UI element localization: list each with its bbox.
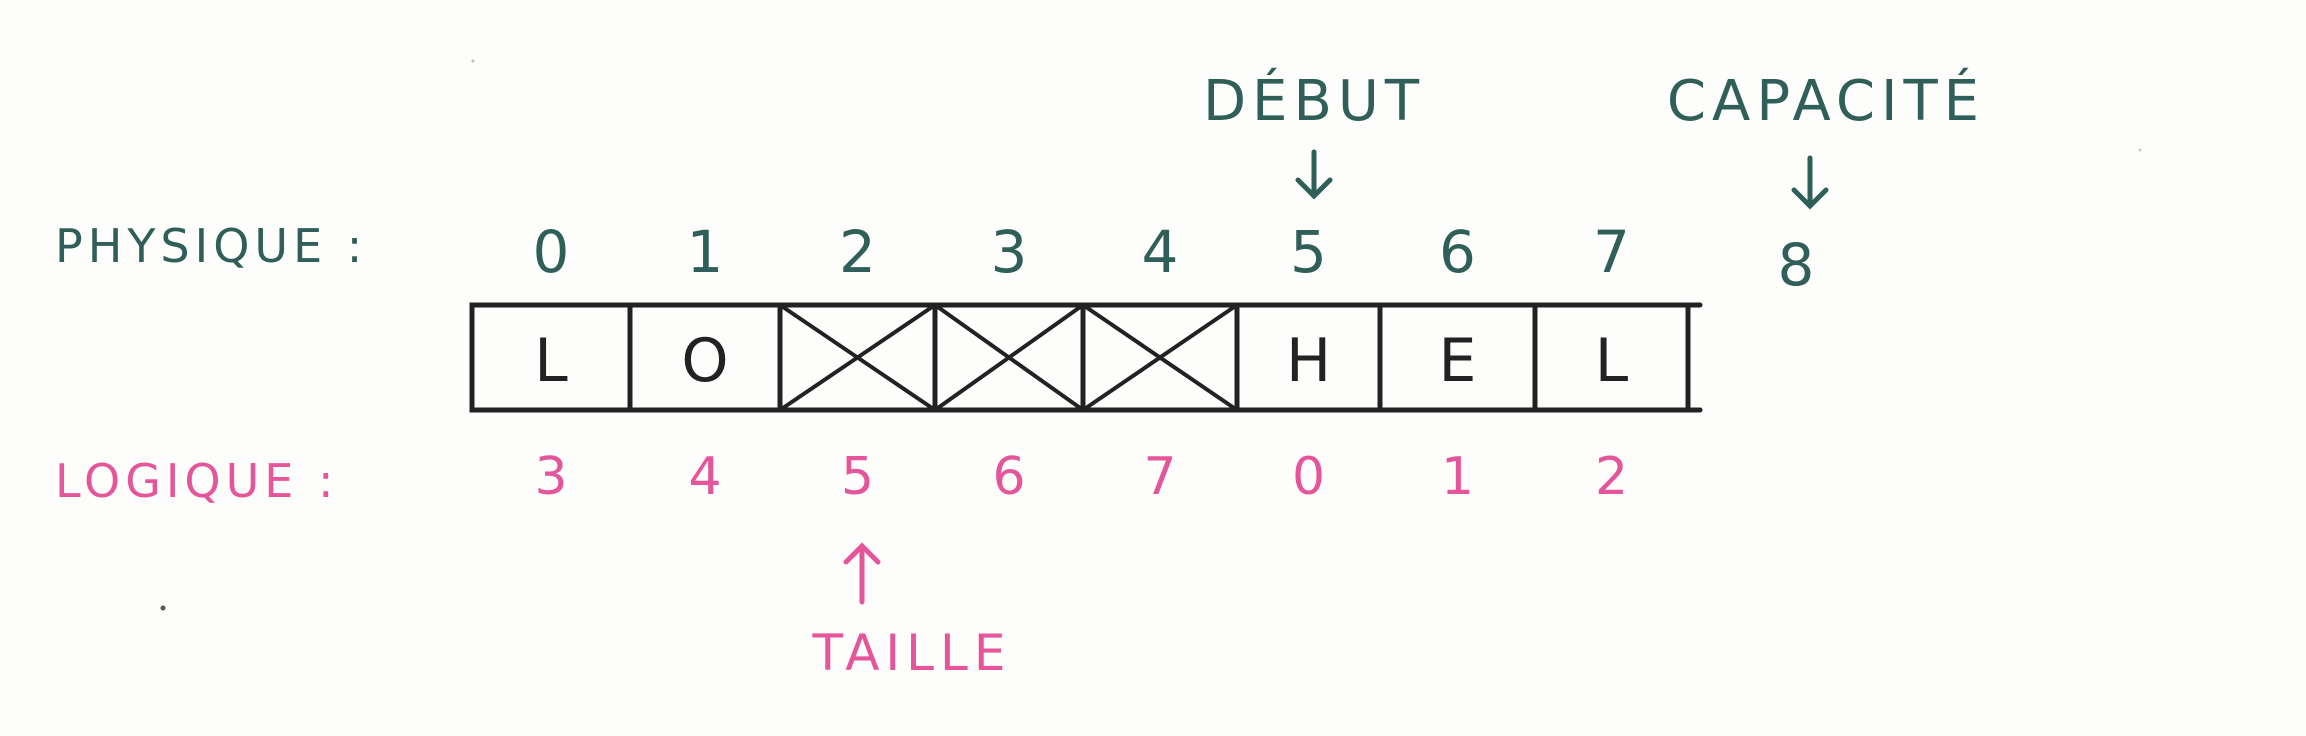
buffer-cell <box>777 302 938 413</box>
cell-value: L <box>1595 326 1629 396</box>
physical-label: PHYSIQUE : <box>55 219 367 273</box>
size-label: TAILLE <box>812 624 1012 682</box>
physical-index: 1 <box>687 218 724 286</box>
empty-cell-cross-icon <box>933 303 1085 412</box>
size-arrow-icon <box>843 542 881 605</box>
logical-index: 2 <box>1595 447 1628 507</box>
capacity-label: CAPACITÉ <box>1667 69 1985 134</box>
cell-border <box>1532 302 1691 413</box>
empty-cell-cross-icon <box>1081 303 1239 412</box>
logical-index: 6 <box>992 447 1025 507</box>
logical-index: 0 <box>1292 447 1325 507</box>
buffer-cell <box>1080 302 1240 413</box>
buffer-array: L O H E L <box>469 302 1691 413</box>
start-label: DÉBUT <box>1203 69 1425 134</box>
paper-speck <box>2138 148 2142 152</box>
physical-index: 5 <box>1290 218 1327 286</box>
capacity-arrow-icon <box>1791 155 1829 210</box>
start-arrow-icon <box>1295 149 1333 200</box>
logical-index: 5 <box>841 447 874 507</box>
logical-index: 7 <box>1143 447 1176 507</box>
paper-speck <box>160 605 166 611</box>
buffer-cell: L <box>1532 302 1691 413</box>
buffer-cell: O <box>627 302 783 413</box>
buffer-cell: E <box>1377 302 1538 413</box>
physical-index: 2 <box>839 218 876 286</box>
physical-index: 7 <box>1593 218 1630 286</box>
empty-cell-cross-icon <box>778 303 937 412</box>
physical-index-row: 0 1 2 3 4 5 6 7 <box>533 218 1630 286</box>
buffer-cell: L <box>469 302 633 413</box>
physical-index: 6 <box>1439 218 1476 286</box>
logical-index-row: 3 4 5 6 7 0 1 2 <box>534 447 1628 507</box>
logical-index: 3 <box>534 447 567 507</box>
logical-label: LOGIQUE : <box>55 454 338 508</box>
cell-value: H <box>1286 326 1331 396</box>
logical-index: 4 <box>688 447 721 507</box>
physical-index: 4 <box>1142 218 1179 286</box>
physical-index: 0 <box>533 218 570 286</box>
capacity-index: 8 <box>1778 231 1815 299</box>
cell-value: O <box>681 326 728 396</box>
cell-value: E <box>1439 326 1477 396</box>
physical-index: 3 <box>991 218 1028 286</box>
buffer-cell <box>932 302 1086 413</box>
cell-value: L <box>534 326 568 396</box>
buffer-cell: H <box>1234 302 1383 413</box>
paper-speck <box>471 59 475 63</box>
logical-index: 1 <box>1441 447 1474 507</box>
